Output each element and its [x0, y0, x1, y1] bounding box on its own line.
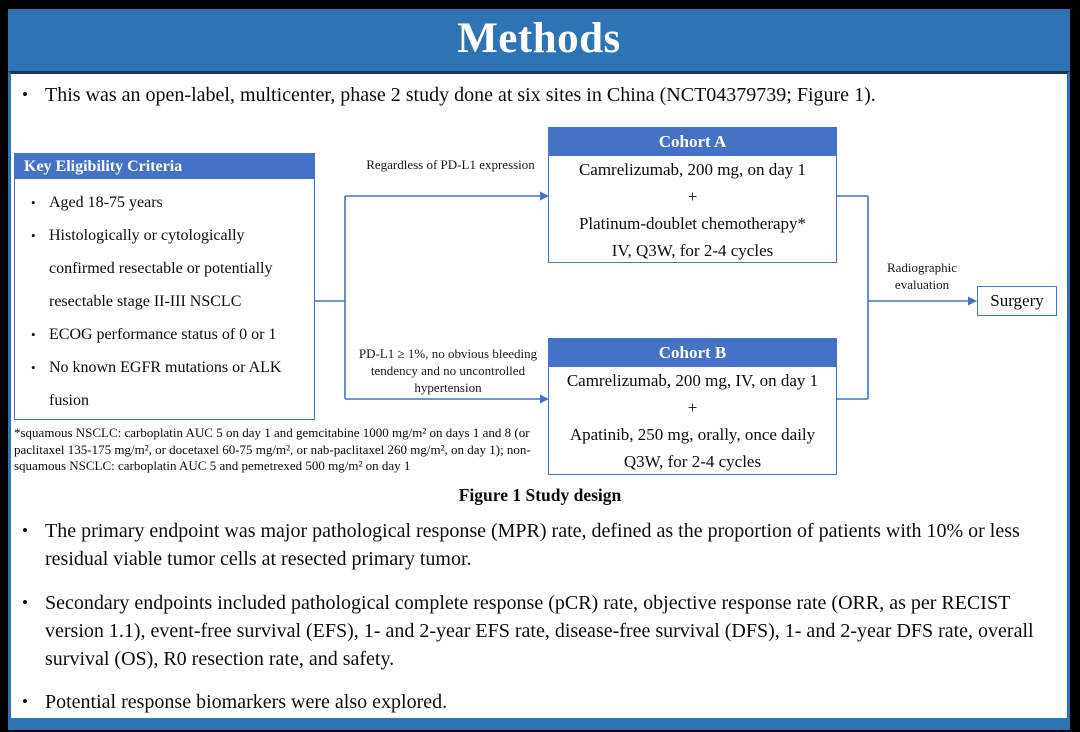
eligibility-item-text: No known EGFR mutations or ALK fusion: [49, 359, 282, 409]
chemotherapy-footnote: *squamous NSCLC: carboplatin AUC 5 on da…: [14, 425, 531, 473]
bullet-marker: •: [22, 85, 28, 104]
eligibility-box-header: Key Eligibility Criteria: [15, 154, 314, 179]
cohort-a-line: Platinum-doublet chemotherapy*: [578, 214, 807, 233]
figure-caption: Figure 1 Study design: [458, 485, 622, 505]
radiographic-evaluation-label: Radiographic evaluation: [886, 260, 958, 292]
slide-title-bar: Methods: [8, 9, 1070, 71]
eligibility-item: • Histologically or cytologically confir…: [15, 219, 314, 318]
eligibility-item-text: Histologically or cytologically confirme…: [49, 227, 273, 310]
bullet-marker: •: [31, 228, 36, 243]
eligibility-box-body: • Aged 18-75 years • Histologically or c…: [15, 179, 314, 417]
primary-endpoint-bullet: • The primary endpoint was major patholo…: [22, 517, 1063, 573]
cohort-a-line: Camrelizumab, 200 mg, on day 1: [578, 160, 807, 179]
secondary-endpoints-bullet: • Secondary endpoints included pathologi…: [22, 589, 1063, 673]
eligibility-item: • No known EGFR mutations or ALK fusion: [15, 351, 314, 417]
study-overview-text: This was an open-label, multicenter, pha…: [45, 84, 876, 106]
bullet-marker: •: [22, 593, 28, 612]
slide-footer-bar: [8, 718, 1070, 730]
branch-top-label: Regardless of PD-L1 expression: [366, 157, 535, 172]
biomarkers-bullet: • Potential response biomarkers were als…: [22, 688, 1063, 716]
eligibility-item-text: Aged 18-75 years: [49, 194, 163, 211]
slide-title: Methods: [457, 15, 621, 62]
cohort-a-box: Cohort A Camrelizumab, 200 mg, on day 1 …: [548, 127, 837, 263]
bullet-marker: •: [22, 692, 28, 711]
cohort-b-line: Apatinib, 250 mg, orally, once daily: [569, 425, 816, 444]
cohort-b-box: Cohort B Camrelizumab, 200 mg, IV, on da…: [548, 338, 837, 475]
surgery-box: Surgery: [977, 286, 1057, 316]
branch-bottom-label: PD-L1 ≥ 1%, no obvious bleeding tendency…: [358, 346, 538, 395]
cohort-a-line: IV, Q3W, for 2-4 cycles: [611, 241, 774, 260]
primary-endpoint-text: The primary endpoint was major pathologi…: [45, 520, 1020, 570]
biomarkers-text: Potential response biomarkers were also …: [45, 691, 448, 713]
bullet-marker: •: [31, 195, 36, 210]
cohort-a-header: Cohort A: [549, 128, 836, 156]
secondary-endpoints-text: Secondary endpoints included pathologica…: [45, 592, 1034, 670]
cohort-b-line: +: [687, 398, 698, 417]
cohort-a-line: +: [687, 187, 698, 206]
bullet-marker: •: [31, 360, 36, 375]
eligibility-item: • Aged 18-75 years: [15, 186, 314, 219]
eligibility-item-text: ECOG performance status of 0 or 1: [49, 326, 277, 343]
cohort-b-line: Camrelizumab, 200 mg, IV, on day 1: [566, 371, 819, 390]
cohort-b-line: Q3W, for 2-4 cycles: [623, 452, 762, 471]
cohort-b-header: Cohort B: [549, 339, 836, 367]
key-eligibility-criteria-box: Key Eligibility Criteria • Aged 18-75 ye…: [14, 153, 315, 420]
eligibility-item: • ECOG performance status of 0 or 1: [15, 318, 314, 351]
bullet-marker: •: [31, 327, 36, 342]
bullet-marker: •: [22, 521, 28, 540]
study-overview-bullet: • This was an open-label, multicenter, p…: [22, 81, 1063, 109]
